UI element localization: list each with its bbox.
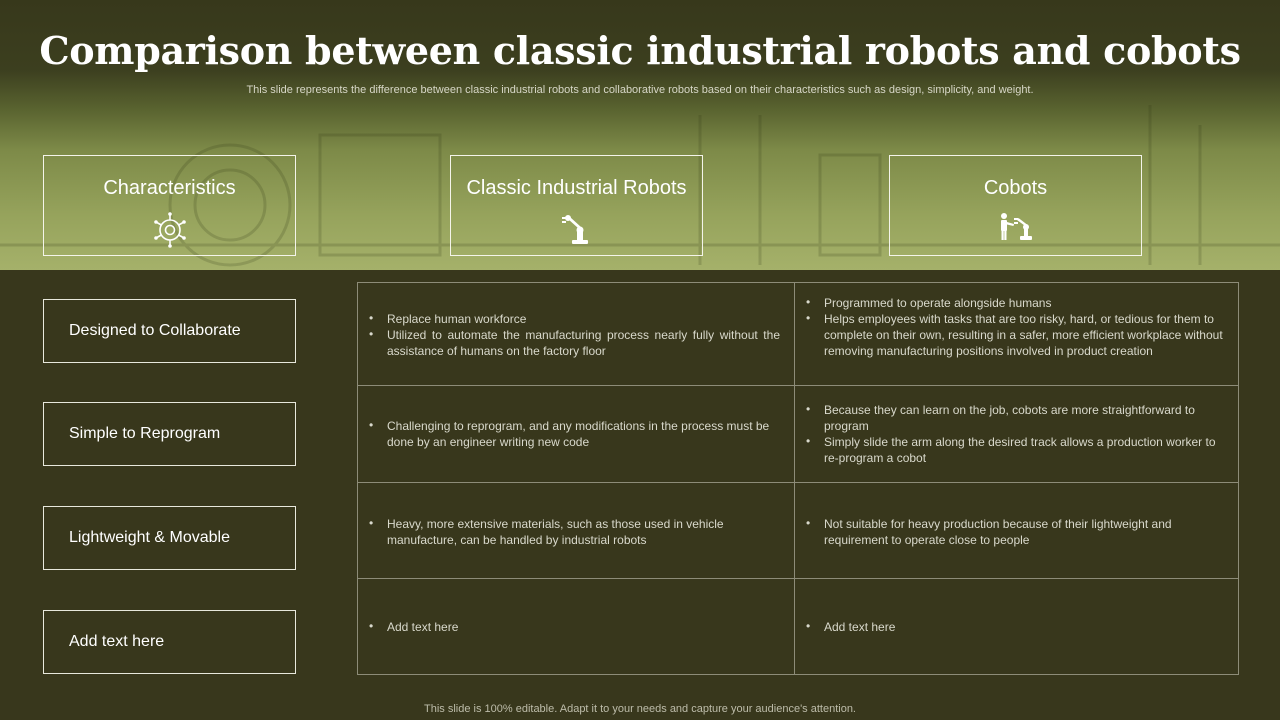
factory-background-texture — [0, 105, 1280, 267]
classic-cell-collaborate: Replace human workforce Utilized to auto… — [358, 283, 795, 386]
classic-cell-add-text: Add text here — [358, 579, 795, 674]
list-item: Utilized to automate the manufacturing p… — [369, 326, 780, 359]
list-item: Programmed to operate alongside humans — [806, 294, 1224, 311]
gear-network-icon — [153, 212, 186, 248]
comparison-table: Replace human workforce Utilized to auto… — [357, 282, 1239, 675]
characteristic-simple-to-reprogram: Simple to Reprogram — [43, 402, 296, 466]
cobots-cell-reprogram: Because they can learn on the job, cobot… — [795, 386, 1238, 483]
list-item: Add text here — [369, 618, 458, 635]
list-item: Not suitable for heavy production becaus… — [806, 515, 1224, 548]
characteristic-designed-to-collaborate: Designed to Collaborate — [43, 299, 296, 363]
slide-footer: This slide is 100% editable. Adapt it to… — [424, 703, 856, 715]
human-robot-icon — [1000, 213, 1032, 240]
list-item: Replace human workforce — [369, 310, 780, 327]
list-item: Challenging to reprogram, and any modifi… — [369, 417, 780, 450]
robotic-arm-icon — [561, 215, 588, 244]
classic-cell-reprogram: Challenging to reprogram, and any modifi… — [358, 386, 795, 483]
classic-cell-lightweight: Heavy, more extensive materials, such as… — [358, 483, 795, 579]
list-item: Because they can learn on the job, cobot… — [806, 401, 1224, 434]
header-classic-robots: Classic Industrial Robots — [450, 155, 703, 256]
header-classic-robots-label: Classic Industrial Robots — [466, 177, 687, 199]
header-cobots-label: Cobots — [983, 177, 1048, 199]
header-band — [0, 0, 1280, 270]
header-cobots: Cobots — [889, 155, 1142, 256]
header-characteristics-label: Characteristics — [103, 177, 236, 199]
slide-subtitle: This slide represents the difference bet… — [246, 84, 1034, 96]
cobots-cell-add-text: Add text here — [795, 579, 1238, 674]
characteristic-add-text: Add text here — [43, 610, 296, 674]
list-item: Add text here — [806, 618, 895, 635]
cobots-cell-collaborate: Programmed to operate alongside humans H… — [795, 283, 1238, 386]
cobots-cell-lightweight: Not suitable for heavy production becaus… — [795, 483, 1238, 579]
list-item: Helps employees with tasks that are too … — [806, 310, 1224, 359]
slide-title: Comparison between classic industrial ro… — [39, 28, 1241, 73]
list-item: Heavy, more extensive materials, such as… — [369, 515, 780, 548]
list-item: Simply slide the arm along the desired t… — [806, 433, 1224, 466]
header-characteristics: Characteristics — [43, 155, 296, 256]
characteristic-lightweight-movable: Lightweight & Movable — [43, 506, 296, 570]
